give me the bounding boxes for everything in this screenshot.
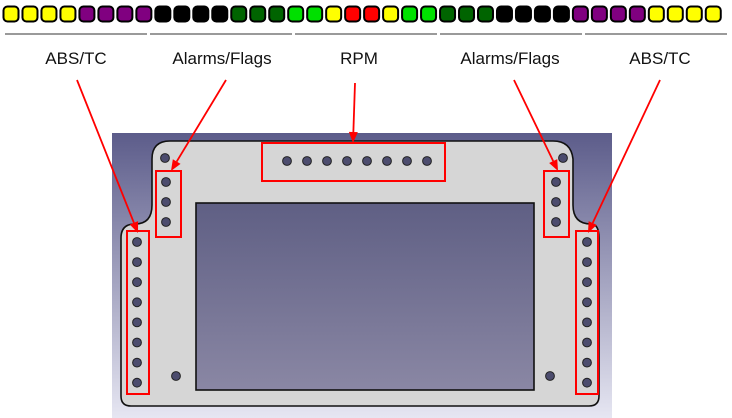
- rpm-highlight-box: [261, 142, 446, 182]
- led-indicator: [495, 5, 513, 23]
- rpm-led-hole: [422, 156, 432, 166]
- led-indicator: [666, 5, 684, 23]
- abs-tc-led-hole: [582, 237, 592, 247]
- divider-line: [295, 33, 437, 35]
- alarm-flag-led-hole: [551, 217, 561, 227]
- alarm-flag-led-hole: [161, 177, 171, 187]
- mounting-hole: [545, 371, 555, 381]
- led-indicator: [363, 5, 381, 23]
- abs-tc-led-hole: [132, 357, 142, 368]
- led-indicator: [21, 5, 39, 23]
- led-indicator: [192, 5, 210, 23]
- led-indicator: [704, 5, 722, 23]
- dash-panel: [120, 140, 600, 407]
- abs-tc-led-hole: [582, 377, 592, 388]
- alarms-flags-right-arrow: [513, 79, 558, 171]
- abs-tc-led-hole: [132, 257, 142, 268]
- led-indicator: [401, 5, 419, 23]
- alarm-flag-led-hole: [551, 177, 561, 187]
- abs-tc-left-arrow: [76, 79, 139, 233]
- abs-tc-right-arrow: [588, 79, 661, 233]
- led-indicator: [154, 5, 172, 23]
- alarm-flag-led-hole: [551, 197, 561, 207]
- led-indicator: [230, 5, 248, 23]
- led-indicator: [135, 5, 153, 23]
- divider-line: [440, 33, 582, 35]
- abs-tc-led-hole: [582, 277, 592, 288]
- rpm-arrow: [348, 82, 358, 143]
- mounting-hole: [160, 153, 170, 163]
- alarm-flag-led-hole: [161, 197, 171, 207]
- divider-line: [150, 33, 292, 35]
- led-indicator: [458, 5, 476, 23]
- led-indicator: [552, 5, 570, 23]
- led-indicator: [78, 5, 96, 23]
- abs-tc-led-hole: [582, 357, 592, 368]
- abs-tc-led-hole: [132, 237, 142, 247]
- rpm-led-hole: [362, 156, 372, 166]
- led-indicator: [571, 5, 589, 23]
- led-indicator: [173, 5, 191, 23]
- led-indicator: [647, 5, 665, 23]
- led-indicator: [533, 5, 551, 23]
- led-indicator: [59, 5, 77, 23]
- led-strip: [2, 5, 722, 23]
- led-indicator: [514, 5, 532, 23]
- led-indicator: [116, 5, 134, 23]
- alarm-flag-led-hole: [161, 217, 171, 227]
- rpm-led-hole: [322, 156, 332, 166]
- alarms-flags-left-arrow: [171, 79, 227, 171]
- rpm-led-hole: [342, 156, 352, 166]
- led-indicator: [420, 5, 438, 23]
- led-indicator: [477, 5, 494, 23]
- led-indicator: [287, 5, 305, 23]
- divider-line: [585, 33, 727, 35]
- abs-tc-led-hole: [132, 277, 142, 288]
- divider-line: [5, 33, 147, 35]
- led-indicator: [609, 5, 627, 23]
- abs-tc-right-highlight-box: [575, 230, 599, 395]
- led-indicator: [2, 5, 20, 23]
- led-indicator: [344, 5, 362, 23]
- abs-tc-led-hole: [132, 297, 142, 308]
- abs-tc-led-hole: [132, 337, 142, 348]
- abs-tc-led-hole: [132, 317, 142, 328]
- viewport-background: [112, 133, 612, 418]
- led-indicator: [628, 5, 646, 23]
- led-indicator: [325, 5, 343, 23]
- led-indicator: [590, 5, 608, 23]
- label-abs-tc-left: ABS/TC: [45, 49, 107, 68]
- led-indicator: [211, 5, 229, 23]
- rpm-led-hole: [302, 156, 312, 166]
- rpm-led-hole: [402, 156, 412, 166]
- led-indicator: [382, 5, 400, 23]
- abs-tc-left-highlight-box: [126, 230, 150, 395]
- led-indicator: [268, 5, 286, 23]
- abs-tc-led-hole: [132, 377, 142, 388]
- led-indicator: [439, 5, 457, 23]
- label-rpm: RPM: [340, 49, 378, 68]
- label-alarms-flags-left: Alarms/Flags: [172, 49, 272, 68]
- abs-tc-led-hole: [582, 297, 592, 308]
- abs-tc-led-hole: [582, 317, 592, 328]
- led-indicator: [306, 5, 324, 23]
- label-abs-tc-right: ABS/TC: [629, 49, 691, 68]
- display-screen: [195, 202, 535, 391]
- led-indicator: [40, 5, 58, 23]
- led-indicator: [97, 5, 115, 23]
- mounting-hole: [558, 153, 568, 163]
- led-indicator: [685, 5, 703, 23]
- alarms-flags-left-highlight-box: [155, 170, 182, 238]
- label-alarms-flags-right: Alarms/Flags: [460, 49, 560, 68]
- alarms-flags-right-highlight-box: [543, 170, 570, 238]
- abs-tc-led-hole: [582, 337, 592, 348]
- abs-tc-led-hole: [582, 257, 592, 268]
- mounting-hole: [171, 371, 181, 381]
- led-indicator: [249, 5, 267, 23]
- rpm-led-hole: [282, 156, 292, 166]
- rpm-led-hole: [382, 156, 392, 166]
